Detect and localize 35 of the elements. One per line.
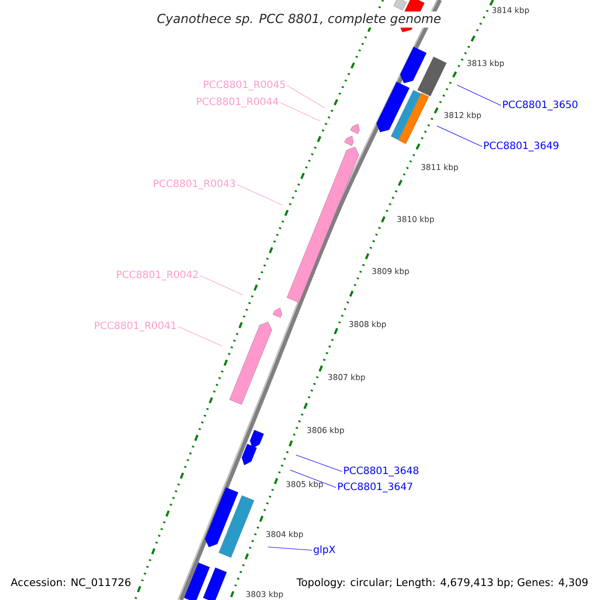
genome-stats-text: Topology: circular; Length: 4,679,413 bp; Genes: 4,309 — [295, 576, 590, 590]
tick-label: 3808 kbp — [349, 320, 386, 329]
tick-label: 3811 kbp — [421, 164, 458, 172]
gene-label: PCC8801_3647 — [338, 482, 412, 492]
leader-line — [286, 85, 326, 108]
gene-label: PCC8801_R0045 — [204, 80, 285, 90]
tick-label: 3813 kbp — [467, 60, 504, 68]
leader-line — [178, 326, 222, 346]
leader-line — [456, 84, 502, 106]
gene-label: PCC8801_3649 — [484, 142, 558, 152]
tick-label: 3803 kbp — [246, 590, 283, 599]
tick-label: 3809 kbp — [372, 268, 409, 276]
leader-line — [200, 275, 244, 296]
gene-label: PCC8801_3648 — [344, 466, 418, 476]
tick-label: 3806 kbp — [307, 426, 344, 435]
accession-text: Accession: NC_011726 — [9, 576, 133, 590]
gene-label: PCC8801_R0044 — [196, 98, 278, 108]
gene-label: PCC8801_3650 — [503, 100, 578, 110]
gene-label: PCC8801_R0043 — [154, 180, 235, 190]
leader-line — [296, 454, 342, 472]
tick-label: 3805 kbp — [286, 480, 323, 489]
leader-line — [280, 102, 320, 122]
leader-line — [436, 126, 482, 147]
gene-label: glpX — [314, 545, 336, 556]
leader-line — [268, 546, 312, 551]
gene-label: PCC8801_R0042 — [116, 270, 198, 280]
title: Cyanothece sp. PCC 8801, complete genome — [154, 12, 444, 28]
tick-label: 3804 kbp — [266, 530, 303, 539]
leader-line — [236, 184, 282, 206]
tick-label: 3807 kbp — [328, 374, 365, 382]
leader-line — [290, 470, 336, 488]
tick-label: 3812 kbp — [444, 112, 481, 120]
tick-label: 3810 kbp — [397, 216, 434, 224]
gene-label: PCC8801_R0041 — [94, 322, 176, 332]
tick-label: 3814 kbp — [492, 6, 529, 15]
